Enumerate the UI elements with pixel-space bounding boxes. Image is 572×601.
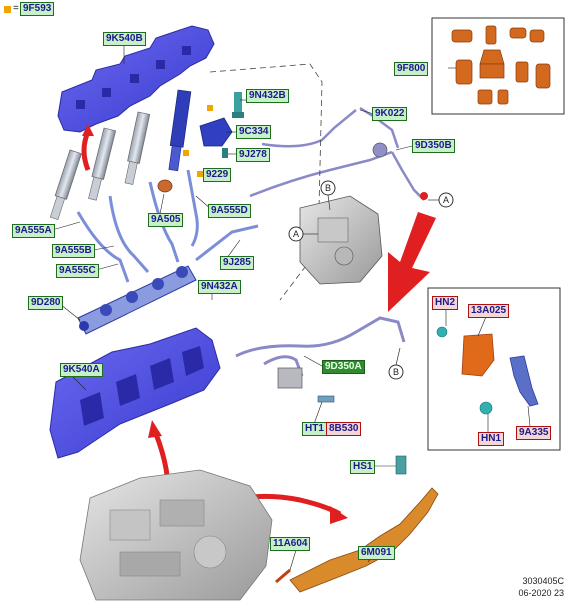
- label-13A025[interactable]: 13A025: [468, 304, 510, 318]
- callout-line-b: [327, 194, 331, 211]
- legend-marker-c: [197, 171, 203, 177]
- seal-9229: [157, 179, 173, 193]
- callout-b-text: B: [325, 183, 331, 193]
- label-9D350B[interactable]: 9D350B: [412, 139, 455, 153]
- lower-heat-shield: [49, 327, 221, 459]
- upper-heat-shield: [57, 25, 215, 133]
- label-9K540B[interactable]: 9K540B: [103, 32, 146, 46]
- label-9A555B[interactable]: 9A555B: [52, 244, 95, 258]
- temp-sensor: [277, 367, 303, 389]
- detail-parts: [436, 326, 539, 415]
- label-9C334[interactable]: 9C334: [236, 125, 272, 139]
- parts-kit: [451, 25, 551, 105]
- figure-reference: 3030405C: [522, 576, 564, 586]
- label-9A555A[interactable]: 9A555A: [12, 224, 55, 238]
- legend-equals: =: [13, 3, 19, 14]
- callout-a-text: A: [293, 229, 299, 239]
- pressure-sensor: [232, 92, 244, 118]
- label-9D280[interactable]: 9D280: [28, 296, 64, 310]
- label-9K022[interactable]: 9K022: [372, 107, 408, 121]
- label-9A555C[interactable]: 9A555C: [56, 264, 99, 278]
- label-HS1[interactable]: HS1: [350, 460, 376, 474]
- arrow-head-2: [148, 420, 162, 438]
- wiring-harness: [275, 455, 439, 593]
- fuel-valve: [199, 117, 233, 147]
- arrow-up-icon: [81, 130, 91, 171]
- injectors: [49, 89, 192, 221]
- callout-b-pipe: B: [388, 364, 404, 380]
- callout-line-b2: [395, 347, 401, 366]
- fuel-supply-pipe: [235, 316, 406, 377]
- callout-a2-text: A: [443, 195, 449, 205]
- figure-date: 06-2020 23: [518, 588, 564, 598]
- legend-marker-b: [183, 150, 189, 156]
- label-9N432B[interactable]: 9N432B: [246, 89, 289, 103]
- label-HN2[interactable]: HN2: [432, 296, 459, 310]
- high-pressure-pump: [299, 195, 383, 285]
- arrow-head-3: [330, 506, 348, 524]
- label-9J278[interactable]: 9J278: [236, 148, 270, 162]
- label-9K540A[interactable]: 9K540A: [60, 363, 103, 377]
- legend-marker-a: [207, 105, 213, 111]
- label-6M091[interactable]: 6M091: [358, 546, 395, 560]
- legend-code[interactable]: 9F593: [20, 2, 55, 16]
- callout-b-pump: B: [320, 180, 336, 196]
- label-9A505[interactable]: 9A505: [148, 213, 184, 227]
- label-9D350A[interactable]: 9D350A: [322, 360, 365, 374]
- callout-a-pipe: A: [438, 192, 454, 208]
- common-rail: [77, 265, 197, 335]
- screw-9J278: [222, 148, 228, 158]
- engine: [79, 469, 273, 601]
- arrow-head: [82, 124, 94, 136]
- legend-square-icon: [4, 6, 11, 13]
- callout-a-pump: A: [288, 226, 304, 242]
- label-HN1[interactable]: HN1: [478, 432, 505, 446]
- sensor-8B530: [317, 395, 335, 403]
- label-11A604[interactable]: 11A604: [270, 537, 311, 551]
- return-connector: [372, 142, 388, 158]
- label-9A555D[interactable]: 9A555D: [208, 204, 251, 218]
- parts-kit-box: [431, 17, 565, 115]
- label-9N432A[interactable]: 9N432A: [198, 280, 241, 294]
- arrow-down-icon: [388, 212, 436, 312]
- return-line: [249, 106, 425, 201]
- callout-b2-text: B: [393, 367, 399, 377]
- detail-box: [427, 287, 561, 451]
- label-9J285[interactable]: 9J285: [220, 256, 254, 270]
- label-9F800[interactable]: 9F800: [394, 62, 429, 76]
- label-9229[interactable]: 9229: [203, 168, 232, 182]
- return-connector-2: [420, 192, 428, 200]
- label-8B530[interactable]: 8B530: [326, 422, 362, 436]
- label-9A335[interactable]: 9A335: [516, 426, 552, 440]
- label-HT1[interactable]: HT1: [302, 422, 327, 436]
